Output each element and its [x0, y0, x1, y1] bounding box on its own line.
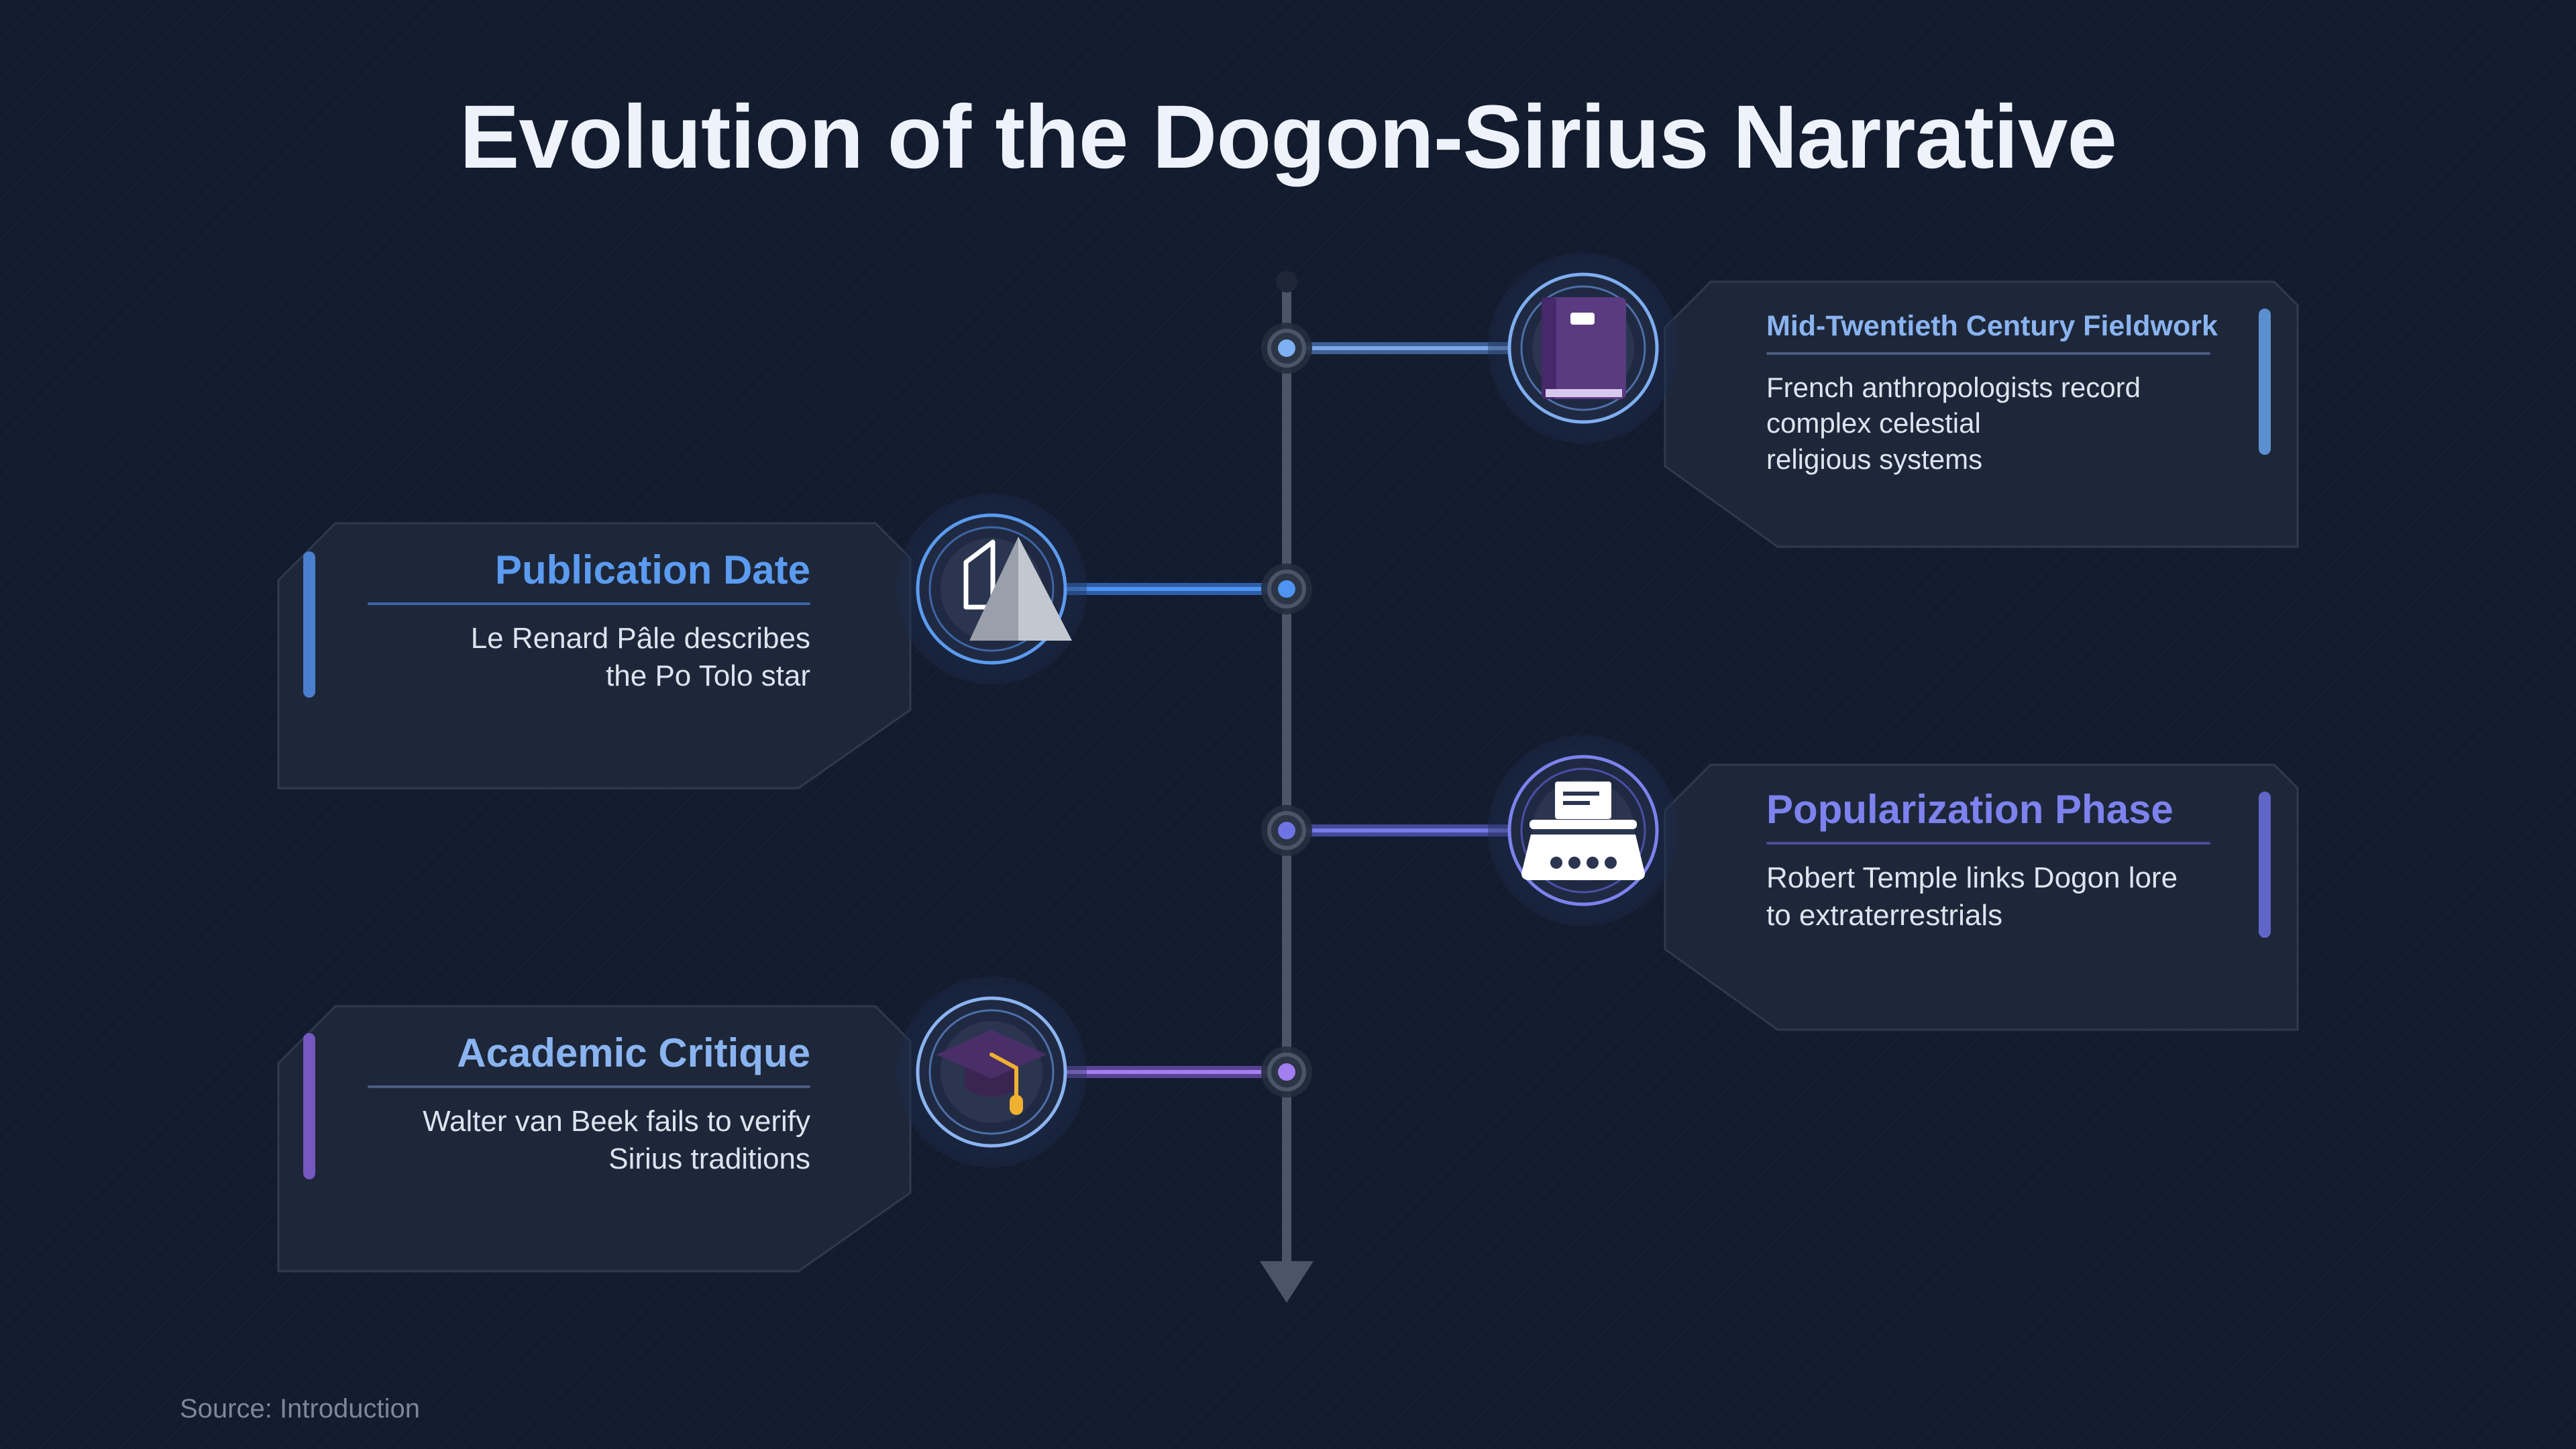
accent-bar-publication	[303, 551, 315, 698]
event-divider	[368, 602, 810, 605]
event-description: Le Renard Pâle describes the Po Tolo sta…	[470, 622, 810, 692]
badge-critique	[896, 977, 1087, 1167]
accent-bar-critique	[303, 1033, 315, 1179]
spine-top-cap	[1276, 271, 1297, 292]
node-critique	[1261, 1046, 1312, 1097]
event-popularization: Popularization Phase Robert Temple links…	[1766, 786, 2222, 934]
event-divider	[368, 1085, 810, 1088]
badge-fieldwork	[1488, 253, 1678, 443]
event-publication: Publication Date Le Renard Pâle describe…	[368, 547, 810, 695]
timeline-arrowhead	[1260, 1261, 1313, 1303]
event-description: Robert Temple links Dogon lore to extrat…	[1766, 861, 2178, 932]
pyramid-icon	[963, 537, 1072, 641]
badge-publication	[896, 494, 1087, 684]
event-description: French anthropologists record complex ce…	[1766, 372, 2141, 475]
badge-popularization	[1488, 735, 1678, 926]
accent-bar-fieldwork	[2259, 309, 2271, 455]
event-critique: Academic Critique Walter van Beek fails …	[368, 1030, 810, 1178]
event-divider	[1766, 352, 2210, 355]
source-note: Source: Introduction	[180, 1394, 420, 1424]
book-icon	[1542, 297, 1626, 399]
page-title: Evolution of the Dogon-Sirius Narrative	[460, 87, 2117, 187]
node-popularization	[1261, 805, 1312, 856]
node-fieldwork	[1261, 323, 1312, 374]
card-critique	[277, 1005, 912, 1273]
event-title: Academic Critique	[457, 1030, 810, 1075]
event-description: Walter van Beek fails to verify Sirius t…	[423, 1105, 810, 1175]
typewriter-icon	[1521, 782, 1645, 880]
accent-bar-popularization	[2259, 792, 2271, 938]
event-title: Mid-Twentieth Century Fieldwork	[1766, 310, 2218, 342]
event-fieldwork: Mid-Twentieth Century Fieldwork French a…	[1766, 310, 2222, 477]
event-title: Publication Date	[494, 547, 810, 592]
event-title: Popularization Phase	[1766, 787, 2174, 832]
event-divider	[1766, 842, 2210, 845]
node-publication	[1261, 564, 1312, 614]
graduation-cap-icon	[936, 1030, 1046, 1115]
card-publication	[277, 522, 912, 790]
